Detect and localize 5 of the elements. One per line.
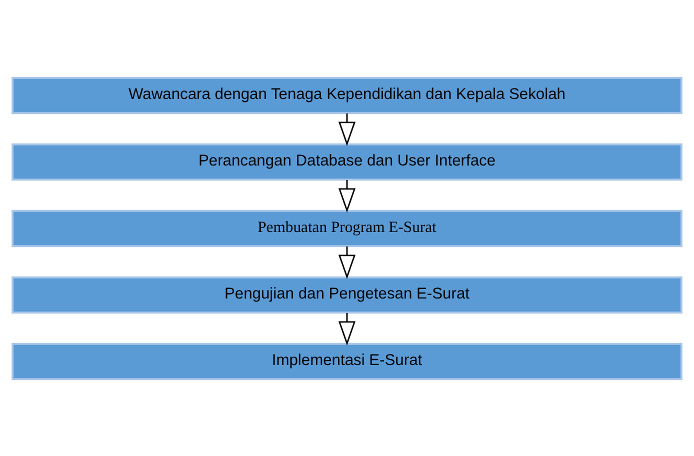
node-box: Wawancara dengan Tenaga Kependidikan dan Kepala Sekolah [12,76,682,114]
node-box: Implementasi E-Surat [12,342,682,380]
node-box: Pengujian dan Pengetesan E-Surat [12,276,682,314]
node-box: Perancangan Database dan User Interface [12,142,682,180]
node-box: Pembuatan Program E-Surat [12,209,682,247]
